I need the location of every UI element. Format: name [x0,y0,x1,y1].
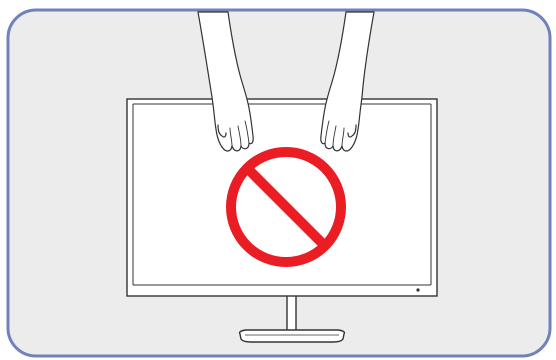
prohibition-icon [231,152,341,262]
